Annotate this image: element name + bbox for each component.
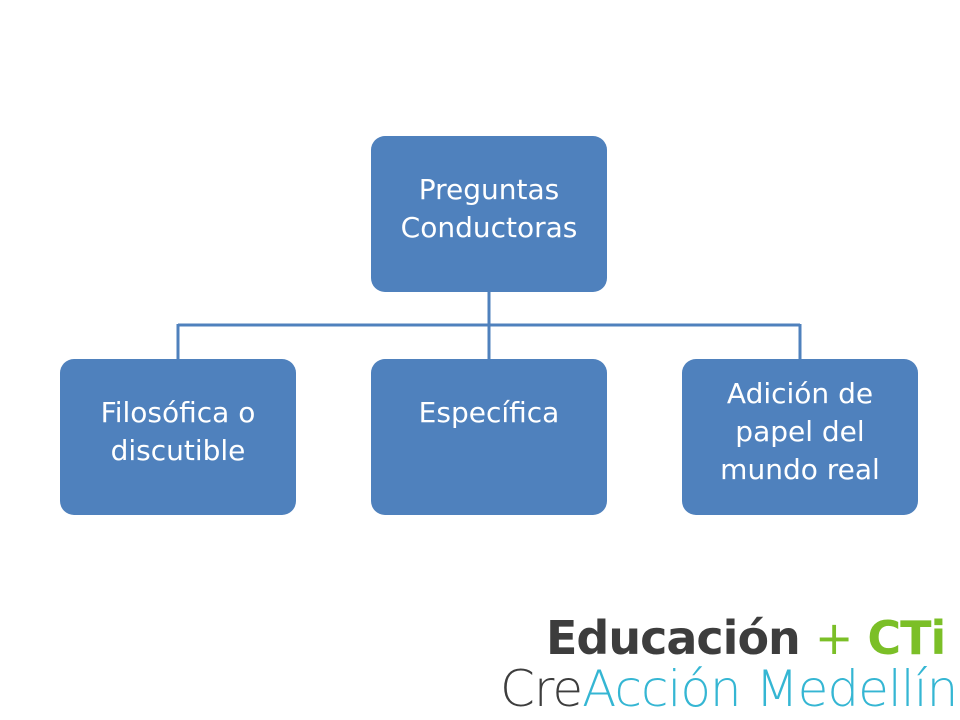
logo-cre-text: Cre (500, 660, 583, 718)
logo-cti-text: CTi (867, 611, 946, 665)
logo-educacion-text: Educación (546, 611, 801, 665)
root-node-label: Preguntas Conductoras (400, 173, 578, 244)
child-node-label: Específica (418, 396, 560, 429)
child-node-philosophical: Filosófica o discutible (60, 359, 296, 515)
logo-line-2: CreAcción Medellín (500, 660, 958, 718)
child-node-real-world: Adición de papel del mundo real (682, 359, 918, 515)
logo-accion-medellin-text: Acción Medellín (582, 660, 958, 718)
child-node-label: Adición de papel del mundo real (720, 377, 880, 486)
child-node-specific: Específica (371, 359, 607, 515)
child-node-label: Filosófica o discutible (100, 396, 256, 467)
root-node: Preguntas Conductoras (371, 136, 607, 292)
logo-plus-sign: + (814, 611, 854, 665)
logo-line-1: Educación + CTi (546, 611, 946, 665)
educacion-cti-logo: Educación + CTi CreAcción Medellín (500, 611, 958, 716)
